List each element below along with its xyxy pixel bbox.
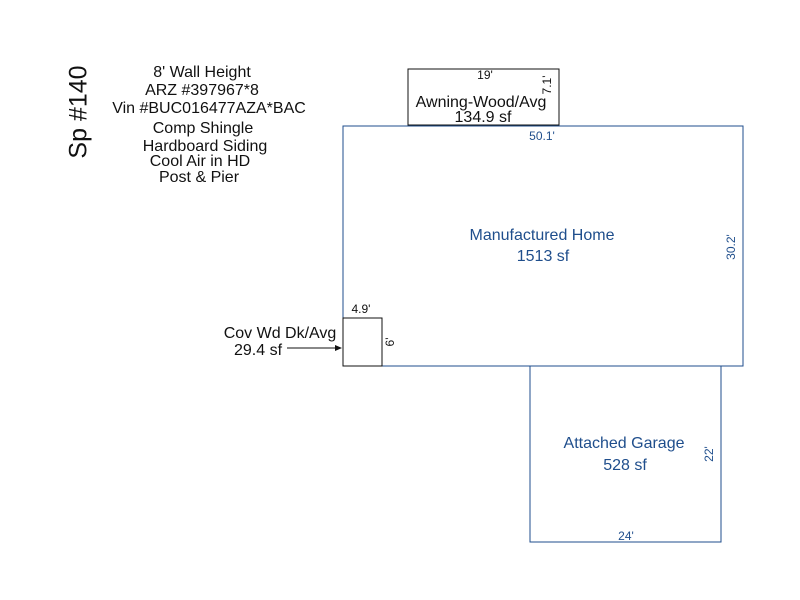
awning-width-label: 19' [477, 68, 493, 82]
note-line: Hardboard Siding [143, 138, 268, 155]
parcel-title: Sp #140 [65, 65, 93, 158]
note-line: Cool Air in HD [150, 153, 250, 170]
note-line: Post & Pier [159, 169, 240, 186]
awning-area: 19' 7.1' Awning-Wood/Avg 134.9 sf [407, 68, 560, 126]
garage-name: Attached Garage [564, 435, 685, 452]
home-name: Manufactured Home [470, 227, 615, 244]
deck-area-value: 29.4 sf [234, 342, 283, 359]
deck-outline [342, 317, 383, 367]
awning-name: Awning-Wood/Avg [416, 94, 547, 111]
garage-width-label: 24' [618, 529, 634, 543]
home-width-label: 50.1' [529, 129, 555, 143]
garage-depth-label: 22' [702, 446, 716, 462]
home-depth-label: 30.2' [724, 234, 738, 260]
awning-area-value: 134.9 sf [455, 109, 512, 126]
awning-depth-label: 7.1' [540, 76, 554, 95]
deck-area: 4.9' 6' Cov Wd Dk/Avg 29.4 sf [224, 302, 397, 367]
home-area-value: 1513 sf [517, 248, 570, 265]
notes-block: 8' Wall Height ARZ #397967*8 Vin #BUC016… [112, 64, 306, 186]
garage-area-value: 528 sf [603, 457, 647, 474]
deck-width-label: 4.9' [352, 302, 371, 316]
note-line: Comp Shingle [153, 120, 254, 137]
deck-depth-label: 6' [383, 338, 397, 347]
note-line: 8' Wall Height [153, 64, 251, 81]
home-outline [342, 125, 744, 367]
awning-outline [407, 68, 560, 126]
garage-outline [529, 365, 722, 543]
deck-name: Cov Wd Dk/Avg [224, 325, 337, 342]
garage-area: Attached Garage 528 sf 22' 24' [529, 365, 722, 543]
home-area: 50.1' 30.2' Manufactured Home 1513 sf [342, 125, 744, 367]
note-line: ARZ #397967*8 [145, 82, 259, 99]
arrow-head-icon [335, 345, 342, 351]
note-line: Vin #BUC016477AZA*BAC [112, 100, 306, 117]
